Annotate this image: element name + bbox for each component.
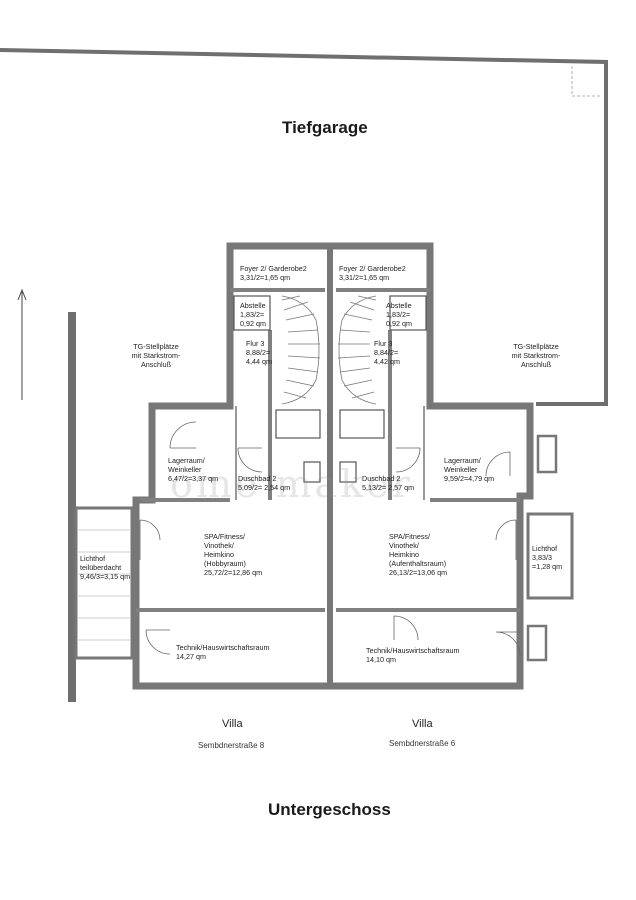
stairs-right (337, 295, 377, 405)
garage-outline (0, 48, 608, 406)
interior-walls (136, 288, 520, 612)
lichthof-left (74, 506, 134, 660)
title-tiefgarage: Tiefgarage (282, 118, 368, 137)
label-lichthof-right: Lichthof 3,83/3 =1,28 qm (532, 544, 563, 571)
label-abstelle-right: Abstelle 1,83/2= 0,92 qm (386, 301, 412, 328)
villa-name-left: Villa (222, 718, 243, 730)
label-technik-left: Technik/Hauswirtschaftsraum 14,27 qm (176, 643, 270, 661)
direction-arrow (17, 288, 27, 400)
label-abstelle-left: Abstelle 1,83/2= 0,92 qm (240, 301, 266, 328)
label-foyer-right: Foyer 2/ Garderobe2 3,31/2=1,65 qm (339, 264, 406, 282)
villa-street-right: Sembdnerstraße 6 (389, 739, 456, 748)
label-flur-left: Flur 3 8,88/2= 4,44 qm (246, 339, 272, 366)
thin-walls (233, 295, 427, 500)
label-spa-left: SPA/Fitness/ Vinothek/ Heimkino (Hobbyra… (204, 532, 263, 577)
label-lager-right: Lagerraum/ Weinkeller 9,59/2=4,79 qm (444, 456, 495, 483)
label-tg-left: TG-Stellplätze mit Starkstrom- Anschluß (131, 342, 181, 369)
lichthof-right (526, 512, 574, 600)
stairs-left (281, 295, 321, 405)
label-lichthof-left: Lichthof teilüberdacht 9,46/3=3,15 qm (80, 554, 131, 581)
label-technik-right: Technik/Hauswirtschaftsraum 14,10 qm (366, 646, 460, 664)
label-tg-right: TG-Stellplätze mit Starkstrom- Anschluß (511, 342, 561, 369)
light-wells (526, 434, 558, 662)
garage-corner-mark (571, 66, 600, 97)
label-foyer-left: Foyer 2/ Garderobe2 3,31/2=1,65 qm (240, 264, 307, 282)
label-dusche-left: Duschbad 2 5,09/2= 2,54 qm (238, 474, 291, 492)
label-spa-right: SPA/Fitness/ Vinothek/ Heimkino (Aufenth… (389, 532, 448, 577)
villa-street-left: Sembdnerstraße 8 (198, 741, 265, 750)
left-boundary-wall (68, 312, 76, 702)
label-flur-right: Flur 3 8,84/2= 4,42 qm (374, 339, 400, 366)
label-dusche-right: Duschbad 2 5,13/2= 2,57 qm (362, 474, 415, 492)
watermark-text: ome maker (170, 462, 413, 506)
building-walls (132, 242, 534, 690)
label-lager-left: Lagerraum/ Weinkeller 6,47/2=3,37 qm (168, 456, 219, 483)
villa-name-right: Villa (412, 718, 433, 730)
doors (139, 421, 521, 657)
title-untergeschoss: Untergeschoss (268, 800, 391, 819)
